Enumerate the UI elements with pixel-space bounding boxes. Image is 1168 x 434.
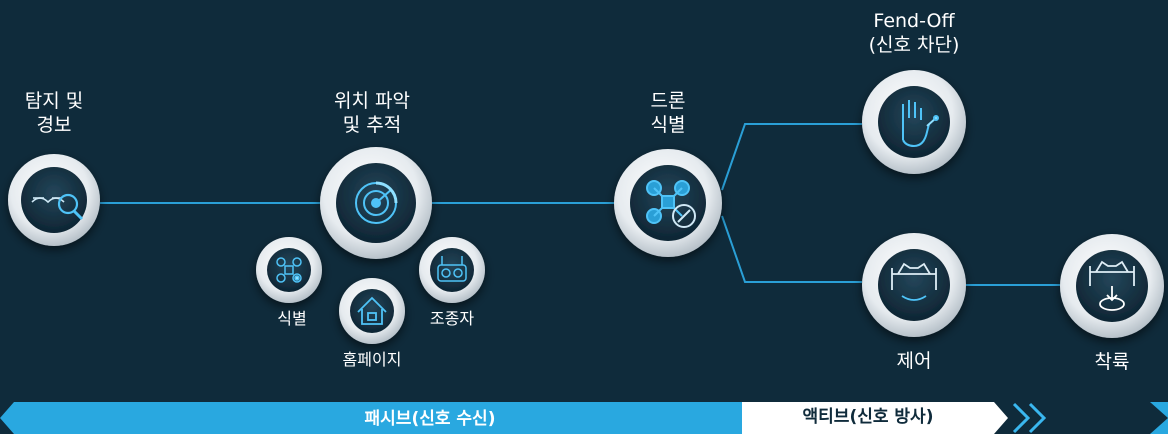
right-edge-chevron [1150, 402, 1168, 434]
subnode-identify [256, 237, 322, 303]
label-fendoff: Fend-Off (신호 차단) [868, 10, 960, 56]
label-landing: 착륙 [1094, 351, 1130, 373]
remote-controller-icon [437, 256, 467, 282]
label-sub-pilot: 조종자 [429, 309, 475, 328]
label-detect: 탐지 및 경보 [24, 90, 84, 136]
drone-control-icon [891, 262, 937, 301]
passive-bar-label: 패시브(신호 수신) [364, 409, 496, 429]
drone-magnifier-icon [31, 193, 84, 221]
connector-identify-fendoff [721, 123, 862, 191]
chevron-right-icon [1028, 402, 1047, 434]
hand-stop-icon [902, 100, 939, 148]
active-bar [742, 402, 1047, 434]
label-locate: 위치 파악 및 추적 [334, 90, 410, 136]
label-control: 제어 [896, 350, 932, 372]
node-control [862, 233, 966, 337]
radar-icon [355, 181, 398, 224]
label-identify: 드론 식별 [650, 90, 686, 136]
passive-bar [0, 402, 742, 434]
connector-lines [100, 123, 1060, 286]
chevron-right-icon [1012, 402, 1031, 434]
node-fendoff [862, 70, 966, 174]
active-bar-label: 액티브(신호 방사) [802, 407, 934, 427]
quadcopter-icon [276, 257, 302, 283]
connector-identify-control [721, 215, 862, 283]
drone-landing-icon [1089, 260, 1135, 311]
label-sub-identify: 식별 [277, 309, 307, 328]
label-sub-home: 홈페이지 [342, 350, 402, 369]
subnode-home [339, 278, 405, 344]
drone-target-icon [646, 180, 696, 228]
node-detect [8, 154, 100, 246]
home-icon [357, 296, 387, 325]
subnode-pilot [419, 237, 485, 303]
